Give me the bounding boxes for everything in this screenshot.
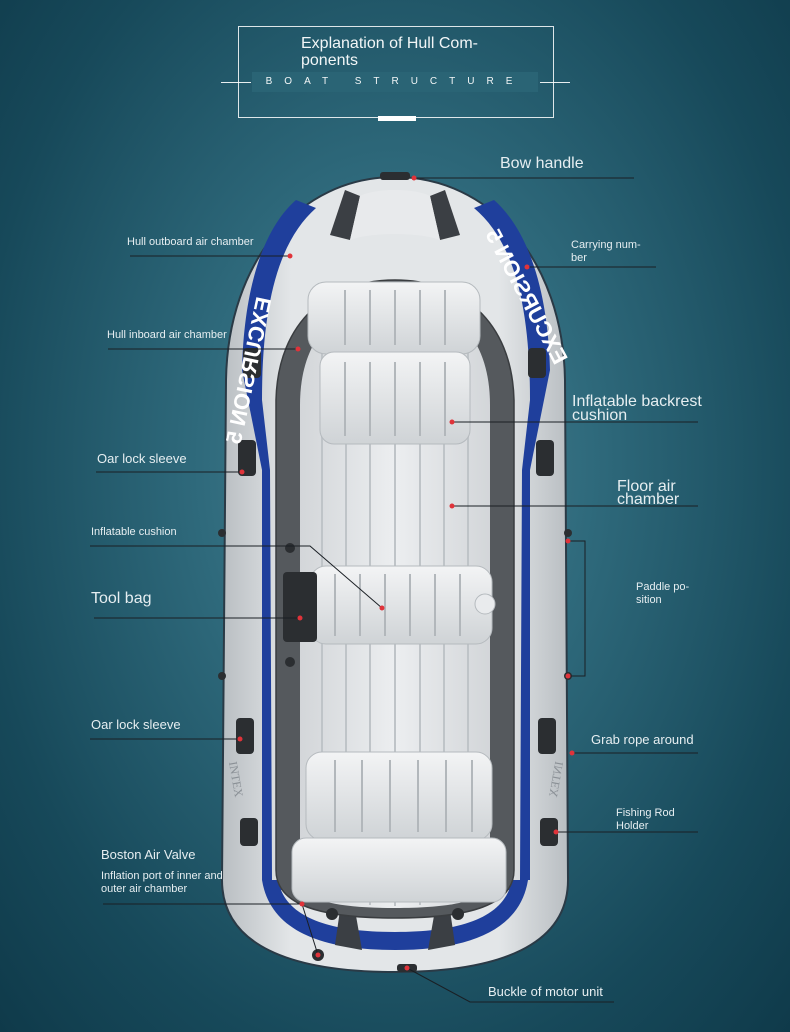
label-fishing-rod: Fishing Rod Holder <box>616 807 675 832</box>
label-floor-air: Floor air chamber <box>617 478 680 508</box>
header-tab-accent <box>378 116 416 121</box>
bow-chevron <box>330 190 460 240</box>
stern-cushion <box>291 751 507 903</box>
bow-panel <box>350 190 440 240</box>
backrest-cushion <box>307 281 481 445</box>
label-bow-handle: Bow handle <box>500 155 584 172</box>
label-inflation-port: Inflation port of inner and outer air ch… <box>101 870 223 895</box>
header-rule-right <box>540 82 570 83</box>
label-grab-rope: Grab rope around <box>591 732 694 747</box>
page-title: Explanation of Hull Com- ponents <box>301 35 478 69</box>
callout-markers <box>237 175 575 971</box>
stern-band <box>262 880 528 950</box>
header-rule-left <box>221 82 251 83</box>
label-backrest-cushion: Inflatable backrest cushion <box>572 393 702 424</box>
label-tool-bag: Tool bag <box>91 590 152 607</box>
label-motor-buckle: Buckle of motor unit <box>488 984 603 999</box>
header-subtitle-background <box>252 72 538 92</box>
label-boston-valve: Boston Air Valve <box>101 847 196 862</box>
page-subtitle: BOAT STRUCTURE <box>265 76 525 87</box>
label-paddle-position: Paddle po- sition <box>636 581 690 606</box>
leader-paddle <box>568 540 586 677</box>
tool-bag <box>283 572 317 642</box>
brand-stern-right: INTEX <box>546 760 566 798</box>
leader-inflatable-cushion <box>90 545 383 609</box>
label-oar-lock-upper: Oar lock sleeve <box>97 451 187 466</box>
label-oar-lock-lower: Oar lock sleeve <box>91 717 181 732</box>
middle-cushion <box>309 565 496 645</box>
label-hull-outboard: Hull outboard air chamber <box>127 236 254 248</box>
leader-lines <box>90 177 698 1003</box>
hull-fittings <box>218 172 572 972</box>
label-carrying-number: Carrying num- ber <box>571 239 641 264</box>
leader-motor-buckle <box>406 967 614 1003</box>
label-inflatable-cushion: Inflatable cushion <box>91 526 177 538</box>
brand-stern-left: INTEX <box>226 760 246 798</box>
label-hull-inboard: Hull inboard air chamber <box>107 329 227 341</box>
